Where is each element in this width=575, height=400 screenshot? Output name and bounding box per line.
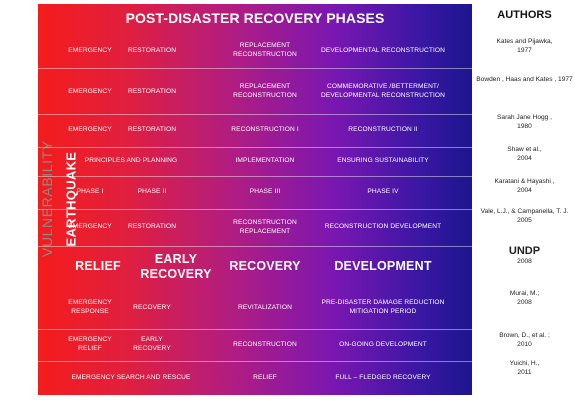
phase-cell: RESTORATION: [127, 46, 177, 54]
phase-cell: EMERGENCY RESPONSE: [68, 299, 112, 315]
phase-cell: PHASE IV: [367, 188, 399, 196]
phase-cell: IMPLEMENTATION: [235, 157, 295, 165]
phase-cell: EMERGENCY: [68, 126, 112, 134]
author-citation: Vale, L.J., & Campanella, T. J. 2005: [474, 208, 575, 225]
phase-cell: EMERGENCY: [68, 46, 112, 54]
phase-cell: PRE-DISASTER DAMAGE REDUCTION MITIGATION…: [321, 299, 445, 315]
phase-cell: RECOVERY: [229, 259, 301, 273]
phase-cell: RESTORATION: [127, 223, 177, 231]
phase-cell: RECONSTRUCTION I: [231, 126, 299, 134]
phase-cell: COMMEMORATIVE /BETTERMENT/ DEVELOPMENTAL…: [320, 83, 446, 99]
author-citation: Yuichi, H.,2011: [474, 360, 575, 377]
phase-cell: RECONSTRUCTION II: [348, 126, 418, 134]
phase-cell: EARLY RECOVERY: [140, 251, 212, 281]
phase-cell: PHASE I: [76, 188, 104, 196]
phase-cell: RECOVERY: [133, 303, 171, 311]
author-citation: Shaw et al.,2004: [474, 146, 575, 163]
phase-cell: RESTORATION: [127, 87, 177, 95]
phase-cell: EARLY RECOVERY: [133, 336, 171, 352]
phase-cell: ENSURING SUSTAINABILITY: [337, 157, 429, 165]
phase-cell: RESTORATION: [127, 126, 177, 134]
author-citation: Murai, M.;2008: [474, 290, 575, 307]
author-name: Brown, D., et al. ;: [499, 332, 550, 339]
author-year: 2004: [517, 154, 532, 162]
phase-cell: REPLACEMENT RECONSTRUCTION: [233, 83, 297, 99]
author-citation: Brown, D., et al. ;2010: [474, 332, 575, 349]
phase-cell: FULL – FLEDGED RECOVERY: [335, 373, 431, 381]
phase-row: EMERGENCY RESTORATION RECONSTRUCTION I RECO…: [38, 114, 472, 148]
phase-cell: RELIEF: [75, 259, 121, 273]
author-name: Sarah Jane Hogg ,: [497, 114, 552, 121]
author-citation: Kates and Pijawka,1977: [474, 38, 575, 55]
author-year: 2011: [517, 368, 532, 376]
phase-cell: RECONSTRUCTION DEVELOPMENT: [324, 223, 442, 231]
phase-cell: PHASE II: [137, 188, 167, 196]
phase-cell: EMERGENCY: [68, 223, 112, 231]
phase-row: EMERGENCY RESTORATION RECONSTRUCTION REPLA…: [38, 209, 472, 247]
author-name: Murai, M.;: [509, 290, 540, 297]
phase-cell: PHASE III: [249, 188, 281, 196]
phase-cell: EMERGENCY: [68, 87, 112, 95]
phase-row: EMERGENCY RESPONSE RECOVERY REVITALIZATION…: [38, 287, 472, 330]
phase-cell: DEVELOPMENT: [334, 259, 432, 273]
phase-row: EMERGENCY RESTORATION REPLACEMENT RECONSTR…: [38, 34, 472, 69]
phase-cell: RECONSTRUCTION REPLACEMENT: [233, 218, 297, 235]
phase-cell: RECONSTRUCTION: [233, 340, 297, 348]
author-citation: Bowden , Haas and Kates , 1977: [474, 76, 575, 85]
author-name: Shaw et al.,: [507, 146, 542, 153]
phase-row: EMERGENCY RESTORATION REPLACEMENT RECONSTR…: [38, 70, 472, 115]
phase-cell: REPLACEMENT RECONSTRUCTION: [233, 42, 297, 58]
author-year: 2008: [517, 258, 532, 265]
phase-cell: PRINCIPLES AND PLANNING: [84, 157, 178, 165]
authors-header: AUTHORS: [497, 9, 552, 21]
phase-cell: EMERGENCY RELIEF: [68, 336, 112, 352]
phase-row: RELIEF EARLY RECOVERY RECOVERY DEVELOPMENT: [38, 246, 472, 287]
author-name: Bowden , Haas and Kates , 1977: [476, 76, 573, 83]
phase-row: PHASE I PHASE II PHASE III PHASE IV: [38, 176, 472, 210]
author-citation: Sarah Jane Hogg ,1980: [474, 114, 575, 131]
author-year: 2010: [517, 340, 532, 348]
author-year: 1980: [517, 122, 532, 130]
diagram-title: POST-DISASTER RECOVERY PHASES: [125, 10, 385, 26]
phase-row: PRINCIPLES AND PLANNING IMPLEMENTATION ENS…: [38, 147, 472, 177]
author-name: Karatani & Hayashi ,: [494, 178, 555, 185]
author-citation: Karatani & Hayashi ,2004: [474, 178, 575, 195]
author-year: 2008: [517, 298, 532, 306]
phase-row: EMERGENCY RELIEF EARLY RECOVERY RECONSTRUC…: [38, 329, 472, 362]
phase-cell: EMERGENCY SEARCH AND RESCUE: [71, 373, 191, 381]
phase-cell: REVITALIZATION: [238, 303, 292, 311]
phase-cell: ON-GOING DEVELOPMENT: [339, 340, 427, 348]
author-name: Kates and Pijawka,: [496, 38, 553, 45]
phases-panel: POST-DISASTER RECOVERY PHASES VULNERABIL…: [38, 4, 472, 395]
phase-row: EMERGENCY SEARCH AND RESCUE RELIEF FULL – …: [38, 361, 472, 395]
author-name: Yuichi, H.,: [509, 360, 540, 367]
author-year: 1977: [517, 46, 532, 54]
phase-cell: RELIEF: [253, 373, 277, 381]
author-name: Vale, L.J., & Campanella, T. J. 2005: [480, 208, 569, 224]
phase-cell: DEVELOPMENTAL RECONSTRUCTION: [320, 46, 446, 54]
author-name: UNDP: [508, 245, 541, 257]
author-year: 2004: [517, 186, 532, 194]
